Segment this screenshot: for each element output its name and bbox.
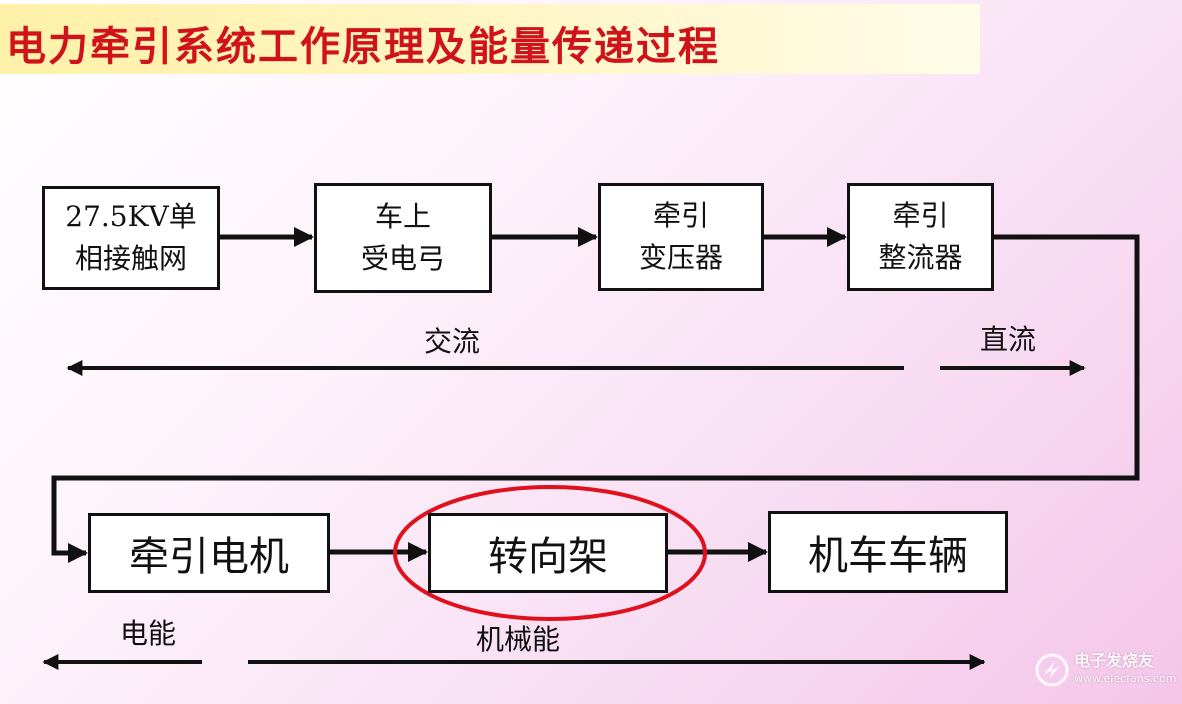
logo-en: www.elecfans.com <box>1074 672 1177 685</box>
box-catenary: 27.5KV单 相接触网 <box>42 186 220 290</box>
box-traction-motor: 牵引电机 <box>88 513 330 593</box>
box-pantograph-line2: 受电弓 <box>360 242 445 275</box>
connector-rectifier-to-motor <box>51 234 1140 563</box>
box-rectifier-line2: 整流器 <box>878 241 963 274</box>
box-catenary-line1: 27.5KV单 <box>65 200 197 233</box>
label-mechanical-energy: 机械能 <box>476 623 561 656</box>
title-band <box>0 4 980 74</box>
box-vehicle: 机车车辆 <box>768 511 1008 593</box>
box-transformer-line2: 变压器 <box>638 241 723 274</box>
label-ac: 交流 <box>424 325 481 358</box>
label-electric-energy: 电能 <box>120 617 177 650</box>
label-dc: 直流 <box>980 323 1037 356</box>
box-bogie: 转向架 <box>428 513 668 593</box>
bogie-highlight-ellipse <box>393 485 707 621</box>
logo-mark-icon <box>1035 653 1069 687</box>
box-transformer-line1: 牵引 <box>652 199 709 232</box>
box-rectifier: 牵引 整流器 <box>847 183 994 291</box>
box-pantograph: 车上 受电弓 <box>314 183 492 293</box>
page-title: 电力牵引系统工作原理及能量传递过程 <box>6 23 720 70</box>
logo-cn: 电子发烧友 <box>1074 651 1155 670</box>
logo-text: 电子发烧友 www.elecfans.com <box>1074 652 1176 688</box>
box-rectifier-line1: 牵引 <box>892 199 949 232</box>
box-transformer: 牵引 变压器 <box>598 183 764 291</box>
box-pantograph-line1: 车上 <box>374 200 431 233</box>
box-catenary-line2: 相接触网 <box>74 242 187 275</box>
watermark-logo: 电子发烧友 www.elecfans.com <box>1034 652 1176 688</box>
